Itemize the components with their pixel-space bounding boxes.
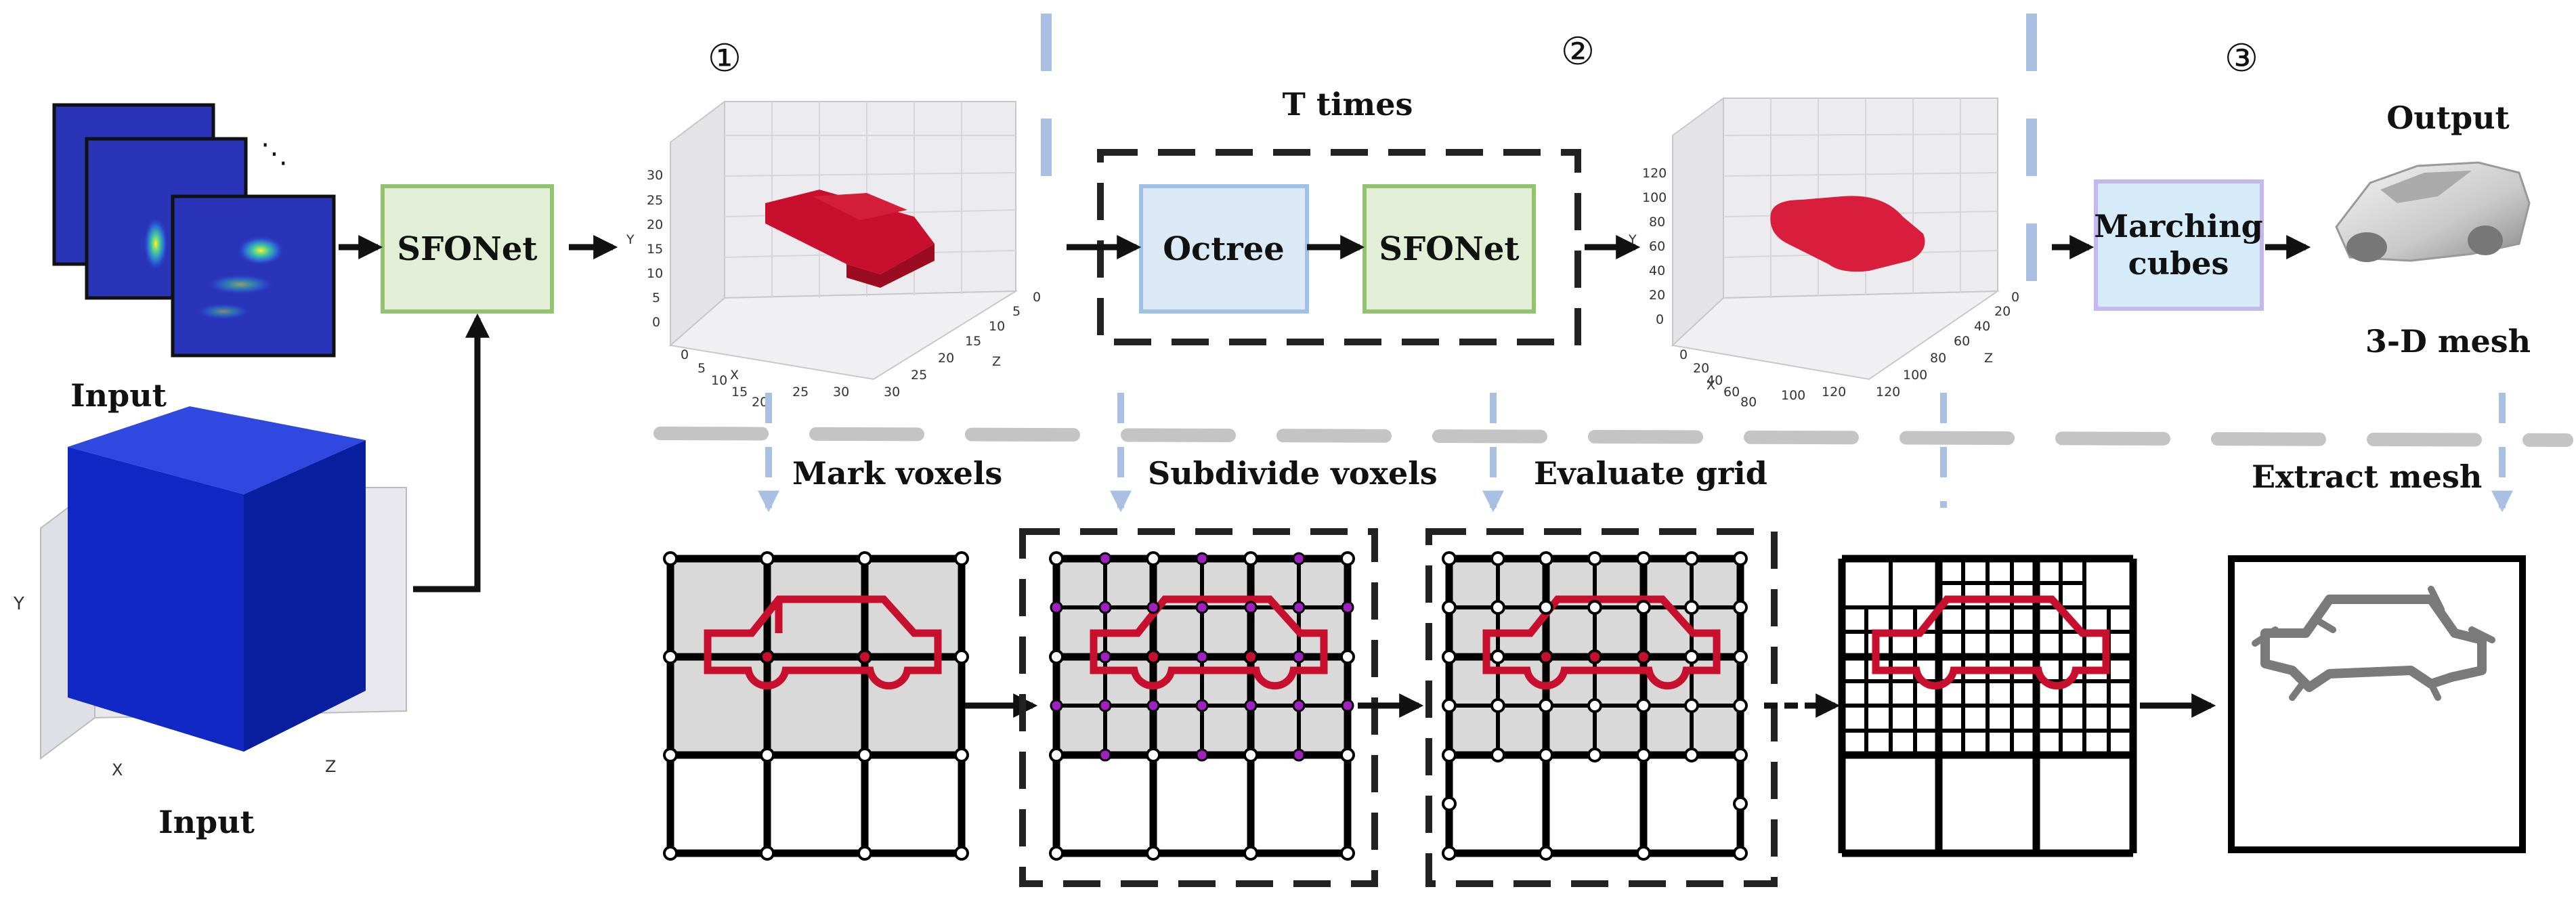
stage-3-number: ③ bbox=[2225, 37, 2258, 81]
plot1-z-tick: 15 bbox=[965, 334, 981, 349]
plot2-z-tick: 20 bbox=[1994, 304, 2011, 319]
svg-text:Y: Y bbox=[13, 594, 24, 614]
sfonet-label-2: SFONet bbox=[1379, 230, 1519, 268]
plot1-x-tick: 0 bbox=[681, 347, 689, 362]
divider-top-bottom bbox=[653, 427, 2573, 447]
input-cube-plot: Y X Z bbox=[13, 406, 407, 779]
plot2-y-tick: 60 bbox=[1649, 239, 1665, 254]
plot2-x-tick: 40 bbox=[1706, 373, 1723, 388]
plot2-y-tick: 20 bbox=[1649, 288, 1665, 303]
plot1-y-tick: 25 bbox=[647, 193, 663, 208]
step-subdivide-voxels: Subdivide voxels bbox=[1148, 455, 1438, 492]
plot1-z-tick: 25 bbox=[911, 368, 927, 383]
plot2-z-tick: 100 bbox=[1903, 368, 1927, 383]
marching-label-1: Marching bbox=[2094, 208, 2263, 244]
plot2-y-tick: 120 bbox=[1642, 166, 1667, 181]
plot1-x-tick: 25 bbox=[792, 385, 809, 400]
plot1-y-tick: 20 bbox=[647, 217, 663, 232]
plot2-x-tick: 0 bbox=[1679, 347, 1688, 362]
plot2-y-tick: 40 bbox=[1649, 263, 1665, 278]
plot2-z-tick: 80 bbox=[1930, 351, 1946, 366]
plot1-x-tick: 5 bbox=[697, 361, 706, 376]
marching-label-2: cubes bbox=[2128, 245, 2229, 282]
plot2-z-tick: 40 bbox=[1974, 319, 1990, 334]
svg-text:Z: Z bbox=[325, 757, 336, 776]
plot2-x-tick: 120 bbox=[1822, 385, 1846, 400]
plot2-y-label: Y bbox=[1628, 232, 1637, 247]
plot1-y-tick: 30 bbox=[647, 168, 663, 183]
plot1-z-tick: 10 bbox=[989, 319, 1005, 334]
plot2-z-label: Z bbox=[1984, 351, 1993, 366]
octree-label: Octree bbox=[1163, 230, 1285, 268]
plot2-x-tick: 60 bbox=[1723, 385, 1740, 400]
plot1-z-tick: 5 bbox=[1012, 304, 1021, 319]
sfonet-box-1 bbox=[381, 184, 554, 314]
plot1-z-tick: 0 bbox=[1033, 290, 1041, 305]
plot1-y-tick: 10 bbox=[647, 266, 663, 281]
input-label-top: Input bbox=[70, 377, 167, 414]
sfonet-box-2 bbox=[1362, 184, 1536, 314]
plot1-x-tick: 15 bbox=[731, 385, 748, 400]
voxel-plot-small: 30 25 20 15 10 5 0 Y 0 5 10 15 20 25 30 … bbox=[626, 100, 1041, 410]
plot1-y-tick: 15 bbox=[647, 242, 663, 257]
plot2-z-tick: 120 bbox=[1876, 385, 1900, 400]
plot2-x-tick: 80 bbox=[1740, 395, 1757, 410]
plot2-x-tick: 100 bbox=[1781, 388, 1805, 403]
input-heatmap-stack: ⋱ bbox=[52, 103, 336, 358]
grid-subdivide-voxels bbox=[1019, 528, 1378, 887]
octree-box bbox=[1139, 184, 1309, 314]
voxel-plot-large: 120 100 80 60 40 20 0 Y 0 20 40 60 80 10… bbox=[1628, 97, 2019, 410]
plot1-y-tick: 0 bbox=[652, 315, 660, 330]
plot1-x-tick: 10 bbox=[711, 373, 727, 388]
grid-refined bbox=[1838, 555, 2137, 857]
plot2-z-tick: 0 bbox=[2011, 290, 2019, 305]
step-evaluate-grid: Evaluate grid bbox=[1534, 455, 1767, 492]
car-render-icon bbox=[2335, 161, 2531, 262]
plot2-x-tick: 20 bbox=[1693, 361, 1709, 376]
plot1-y-label: Y bbox=[626, 232, 635, 247]
plot2-x-label: X bbox=[1706, 378, 1715, 393]
stage-1-number: ① bbox=[708, 37, 742, 81]
mesh-extract-panel bbox=[2228, 555, 2526, 853]
stage-2-number: ② bbox=[1561, 30, 1595, 74]
plot2-z-tick: 60 bbox=[1954, 334, 1970, 349]
guide-arrows bbox=[757, 393, 2514, 513]
plot1-z-tick: 20 bbox=[938, 351, 954, 366]
plot1-x-tick: 20 bbox=[752, 395, 768, 410]
svg-text:X: X bbox=[112, 760, 123, 779]
plot2-y-tick: 0 bbox=[1656, 312, 1664, 327]
plot1-x-label: X bbox=[730, 368, 739, 383]
step-extract-mesh: Extract mesh bbox=[2252, 458, 2482, 495]
marching-cubes-box bbox=[2094, 179, 2264, 311]
plot1-x-tick: 30 bbox=[833, 385, 849, 400]
plot1-z-label: Z bbox=[992, 354, 1001, 369]
step-mark-voxels: Mark voxels bbox=[792, 455, 1002, 492]
mesh-label: 3-D mesh bbox=[2365, 323, 2531, 360]
output-label: Output bbox=[2386, 100, 2510, 136]
plot2-y-tick: 100 bbox=[1642, 190, 1667, 205]
plot2-y-tick: 80 bbox=[1649, 215, 1665, 230]
input-label-bottom: Input bbox=[158, 804, 255, 840]
plot1-z-tick: 30 bbox=[884, 385, 900, 400]
arrow-cube-to-sfonet bbox=[413, 313, 490, 593]
sfonet-label-1: SFONet bbox=[397, 230, 537, 268]
grid-evaluate bbox=[1425, 528, 1778, 887]
ellipsis-dots: ⋱ bbox=[261, 138, 288, 169]
plot1-y-tick: 5 bbox=[652, 290, 660, 305]
t-times-label: T times bbox=[1283, 86, 1413, 123]
grid-mark-voxels bbox=[663, 551, 969, 861]
